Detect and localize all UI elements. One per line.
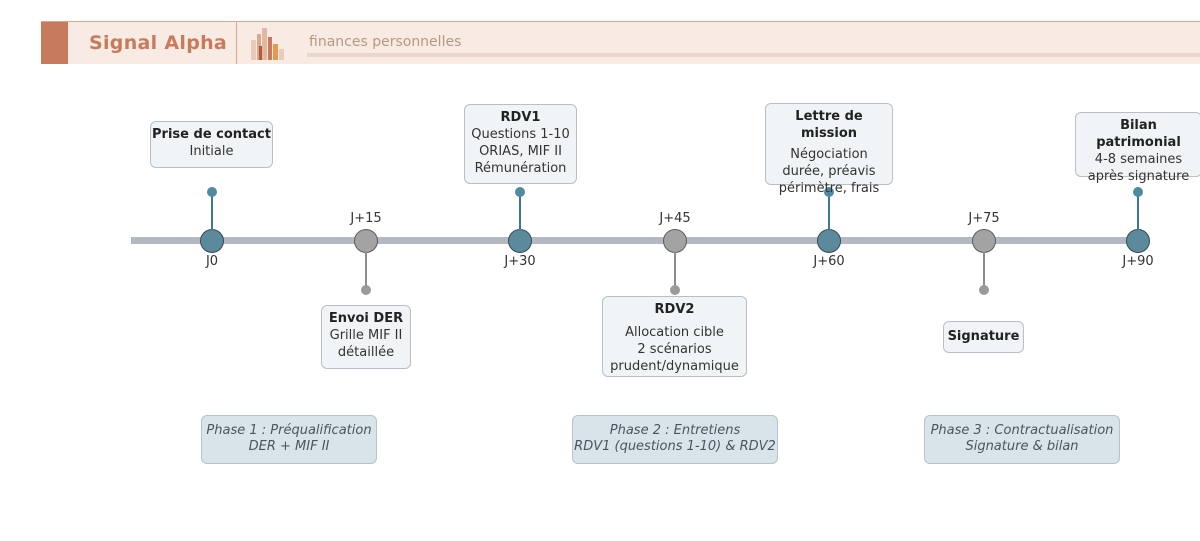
event-title: Bilan patrimonial <box>1096 118 1181 150</box>
bar-chart-logo-icon <box>251 28 284 60</box>
event-detail: 4-8 semaines <box>1094 152 1183 167</box>
timeline-node-j15 <box>354 229 378 253</box>
banner-divider <box>236 22 237 64</box>
event-title: RDV2 <box>654 302 695 317</box>
timeline-node-j0 <box>200 229 224 253</box>
connector-dot <box>515 187 525 197</box>
event-card-bilan-patrimonial: Bilan patrimonial 4-8 semaines après sig… <box>1075 112 1200 184</box>
connector-dot <box>1133 187 1143 197</box>
event-title: Signature <box>947 329 1020 344</box>
timeline-axis <box>131 237 1138 244</box>
phase-subtitle: DER + MIF II <box>248 439 330 454</box>
event-title: Envoi DER <box>328 311 404 326</box>
connector-line <box>674 252 676 290</box>
connector-line <box>1137 192 1139 230</box>
event-detail: ORIAS, MIF II <box>479 144 562 159</box>
phase-title: Phase 2 : Entretiens <box>609 423 741 438</box>
phase-subtitle: RDV1 (questions 1-10) & RDV2 <box>574 439 776 454</box>
event-card-rdv1: RDV1 Questions 1-10 ORIAS, MIF II Rémuné… <box>464 104 577 184</box>
event-detail: Grille MIF II <box>329 328 403 343</box>
timeline-node-j75 <box>972 229 996 253</box>
header-banner: Signal Alpha finances personnelles <box>41 21 1200 64</box>
event-detail: Questions 1-10 <box>471 127 570 142</box>
banner-accent <box>41 22 68 64</box>
phase-subtitle: Signature & bilan <box>965 439 1079 454</box>
event-card-envoi-der: Envoi DER Grille MIF II détaillée <box>321 305 411 369</box>
connector-dot <box>207 187 217 197</box>
event-card-prise-de-contact: Prise de contact Initiale <box>150 121 273 168</box>
event-card-lettre-de-mission: Lettre de mission Négociation durée, pré… <box>765 103 893 196</box>
event-detail: durée, préavis <box>782 164 876 179</box>
tick-label-j90: J+90 <box>1122 254 1154 269</box>
phase-title: Phase 3 : Contractualisation <box>930 423 1114 438</box>
banner-stripe <box>307 53 1200 57</box>
brand-name: Signal Alpha <box>89 32 228 54</box>
event-detail: après signature <box>1087 169 1190 184</box>
timeline-node-j45 <box>663 229 687 253</box>
phase-box-2: Phase 2 : Entretiens RDV1 (questions 1-1… <box>572 415 778 464</box>
event-title: RDV1 <box>500 110 541 125</box>
connector-line <box>983 252 985 290</box>
tick-label-j75: J+75 <box>968 211 1000 226</box>
event-detail: 2 scénarios <box>637 342 712 357</box>
connector-line <box>828 192 830 230</box>
tick-label-j45: J+45 <box>659 211 691 226</box>
event-title: Prise de contact <box>152 127 271 142</box>
event-detail: périmètre, frais <box>778 181 880 196</box>
tick-label-j30: J+30 <box>504 254 536 269</box>
phase-box-3: Phase 3 : Contractualisation Signature &… <box>924 415 1120 464</box>
timeline-node-j60 <box>817 229 841 253</box>
phase-box-1: Phase 1 : Préqualification DER + MIF II <box>201 415 377 464</box>
tick-label-j15: J+15 <box>350 211 382 226</box>
connector-dot <box>670 285 680 295</box>
connector-dot <box>361 285 371 295</box>
event-card-signature: Signature <box>943 321 1024 353</box>
event-detail: Allocation cible <box>625 325 724 340</box>
timeline-node-j30 <box>508 229 532 253</box>
connector-line <box>365 252 367 290</box>
event-detail: Rémunération <box>474 161 567 176</box>
phase-title: Phase 1 : Préqualification <box>206 423 372 438</box>
tagline: finances personnelles <box>309 34 462 50</box>
connector-line <box>519 192 521 230</box>
event-detail: Initiale <box>189 144 234 159</box>
timeline-node-j90 <box>1126 229 1150 253</box>
event-card-rdv2: RDV2 Allocation cible 2 scénarios pruden… <box>602 296 747 377</box>
connector-line <box>211 192 213 230</box>
event-title: Lettre de mission <box>795 109 863 141</box>
tick-label-j0: J0 <box>205 254 219 269</box>
connector-dot <box>824 187 834 197</box>
tick-label-j60: J+60 <box>813 254 845 269</box>
event-detail: détaillée <box>337 345 395 360</box>
connector-dot <box>979 285 989 295</box>
event-detail: prudent/dynamique <box>610 359 739 374</box>
event-detail: Négociation <box>790 147 868 162</box>
